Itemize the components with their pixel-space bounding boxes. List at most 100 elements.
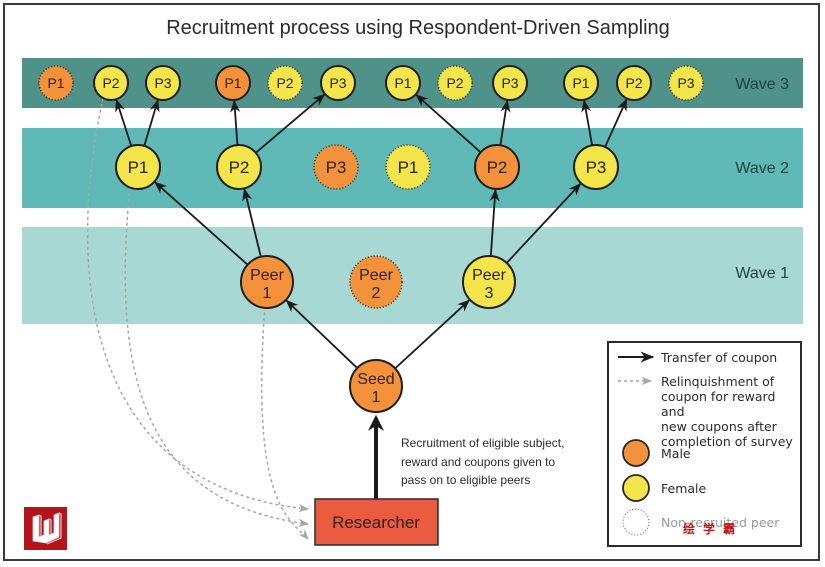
wave3-node: P2: [267, 65, 303, 101]
female-circle-icon: [492, 65, 528, 101]
female-circle-icon: [616, 65, 652, 101]
node-label-line-2: 3: [485, 285, 494, 302]
coupon-transfer-arrow: [285, 299, 358, 369]
relinquish-arrow: [124, 186, 310, 527]
node-label-line-2: 1: [372, 389, 381, 406]
researcher-box: [314, 498, 439, 546]
legend-male-label: Male: [661, 446, 691, 461]
wave-1-label: Wave 1: [735, 265, 789, 282]
diagram-frame: [3, 3, 820, 561]
coupon-transfer-arrow: [489, 188, 500, 257]
node-label-line-1: Peer: [250, 267, 284, 284]
female-circle-icon: [115, 144, 161, 190]
coupon-transfer-arrow: [499, 99, 511, 146]
wave2-node: P2: [474, 144, 520, 190]
male-circle-icon: [240, 255, 294, 309]
male-circle-icon: [474, 144, 520, 190]
wave-2-label: Wave 2: [735, 160, 789, 177]
node-label: P3: [154, 75, 171, 91]
node-label-line-1: Peer: [359, 267, 393, 284]
node-label: P1: [224, 75, 241, 91]
coupon-transfer-arrow: [415, 94, 482, 154]
male-circle-icon: [38, 65, 74, 101]
female-circle-icon: [385, 65, 421, 101]
wave3-node: P1: [38, 65, 74, 101]
node-label: P3: [326, 158, 347, 177]
node-label: P1: [128, 158, 149, 177]
coupon-transfer-arrow: [604, 98, 628, 148]
coupon-transfer-arrow: [143, 99, 160, 147]
wave3-node: P1: [215, 65, 251, 101]
coupon-transfer-arrow: [115, 98, 133, 147]
male-circle-icon: [349, 255, 403, 309]
wave3-node: P2: [93, 65, 129, 101]
legend-relinquish-line-2: coupon for reward and: [661, 389, 776, 419]
watermark: 绘学霸: [683, 522, 744, 536]
legend-female-label: Female: [661, 481, 707, 496]
female-circle-icon: [267, 65, 303, 101]
node-label: P2: [487, 158, 508, 177]
node-label: P2: [625, 75, 642, 91]
legend-relinquish-line-3: new coupons after: [661, 419, 777, 434]
node-label: P3: [329, 75, 346, 91]
legend-relinquish-line-1: Relinquishment of: [661, 374, 775, 389]
recruitment-note-line-3: pass on to eligible peers: [401, 473, 530, 487]
legend-solid-arrow-icon: [618, 351, 655, 363]
node-label: P1: [572, 75, 589, 91]
coupon-transfer-arrow: [581, 99, 594, 146]
female-circle-icon: [385, 144, 431, 190]
wave3-node: P2: [437, 65, 473, 101]
relinquishment-arrows: [86, 97, 310, 540]
legend-relinquish-line-4: completion of survey: [661, 434, 793, 449]
relinquish-arrow: [261, 305, 309, 540]
node-label: P2: [102, 75, 119, 91]
wave3-node: P1: [563, 65, 599, 101]
male-circle-icon: [215, 65, 251, 101]
node-label: P2: [229, 158, 250, 177]
relinquish-arrow: [86, 97, 310, 513]
coupon-transfer-arrow: [154, 181, 249, 266]
legend-relinquish-label: Relinquishment of coupon for reward and …: [661, 374, 800, 449]
recruitment-note-line-2: reward and coupons given to: [401, 455, 555, 469]
wave2-node: P1: [385, 144, 431, 190]
coupon-transfer-arrow: [394, 299, 471, 370]
node-label: P2: [446, 75, 463, 91]
coupon-transfer-arrow: [506, 182, 582, 264]
diagram-title: Recruitment process using Respondent-Dri…: [166, 17, 670, 39]
female-circle-icon: [573, 144, 619, 190]
male-circle-icon: [313, 144, 359, 190]
female-circle-icon: [216, 144, 262, 190]
coupon-transfer-arrow: [242, 188, 262, 257]
wave-1-band: [22, 227, 803, 324]
node-label-line-1: Peer: [472, 267, 506, 284]
wave3-node: P2: [616, 65, 652, 101]
wave2-node: P2: [216, 144, 262, 190]
wave2-node: P3: [313, 144, 359, 190]
legend-non-recruited-label: Non-recruited peer: [661, 515, 780, 530]
wave3-node: P3: [145, 65, 181, 101]
female-circle-icon: [320, 65, 356, 101]
wave3-node: P3: [492, 65, 528, 101]
female-circle-icon: [437, 65, 473, 101]
coupon-transfer-arrow: [230, 99, 241, 146]
researcher-label: Researcher: [332, 513, 420, 532]
coupon-transfer-arrow: [255, 93, 326, 154]
female-circle-icon: [93, 65, 129, 101]
publisher-w-logo-icon: [24, 507, 67, 550]
wave3-node: P3: [320, 65, 356, 101]
wave2-node: P3: [573, 144, 619, 190]
wave3-node: P1: [385, 65, 421, 101]
recruitment-note-line-1: Recruitment of eligible subject,: [401, 436, 564, 450]
node-label: P3: [501, 75, 518, 91]
node-label: P3: [586, 158, 607, 177]
wave2-node: P1: [115, 144, 161, 190]
legend: Transfer of coupon Relinquishment of cou…: [607, 341, 802, 547]
coupon-transfer-arrows: [115, 93, 628, 370]
legend-dashed-arrow-icon: [618, 376, 653, 386]
female-circle-icon: [145, 65, 181, 101]
